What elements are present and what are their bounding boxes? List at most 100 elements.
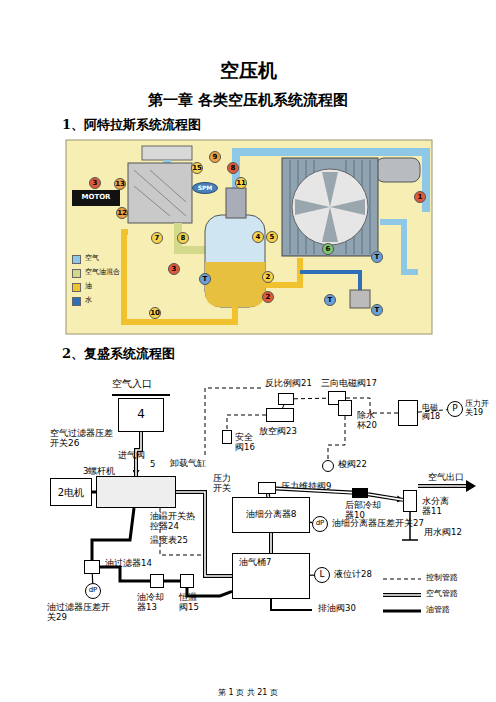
callout-number: 1 [412,194,428,201]
callout-number: 10 [147,310,163,317]
pipe-line [92,574,94,583]
dryer [376,158,420,182]
pipe-line-inner [136,432,141,476]
legend-line [383,579,421,580]
node-label: 除水杯20 [357,411,381,431]
pipe-connector [187,588,232,596]
component-box: 安全阀16 [222,430,232,444]
node-label: L [314,567,330,583]
sensor-circle: P压力开关19 [447,401,463,417]
pipe-connector [271,533,272,553]
component-box: 除水杯20 [338,400,352,416]
component-box: 压力维持阀9 [258,482,276,494]
component-box: MOTOR [72,190,120,206]
callout-number: 13 [112,181,128,188]
pipe-line [176,492,232,576]
callout-number: 5 [264,234,280,241]
circle-shape [315,568,330,583]
oil-pipe [124,232,235,322]
pipe-line [92,508,134,560]
callout-number: T [322,297,338,304]
legend-text: 油 [85,282,92,290]
callout-number: T [369,307,385,314]
callout-number: T [197,276,213,283]
pipe-line [187,588,232,596]
pipe-connector [176,492,232,576]
legend-text: 水 [85,296,92,304]
pipe-connector [164,581,180,582]
water-pipe [300,272,360,290]
node-label: 压力维持阀9 [281,482,341,492]
pipe-line [136,432,141,476]
callout-number: 11 [233,180,249,187]
node-label: MOTOR [73,191,119,205]
node-label: dP [85,583,101,599]
legend-line-sample [382,606,422,616]
part-label: 油温开关热控器24 [150,512,198,532]
pipe-line-inner [276,489,352,493]
legend-text: 空气管路 [426,589,458,598]
sensor-circle: dP油过滤器压差开关29 [85,583,101,599]
pipe-line [368,494,403,500]
pipe-connector [92,492,96,493]
legend-line-inner [383,594,421,596]
legend-swatch [72,283,81,292]
drain-pipe [271,599,312,610]
component-box: 2电机 [50,478,92,506]
callout-number: T [369,254,385,261]
component-box: 3螺杆机 [96,476,176,508]
pipe-line [276,489,352,493]
legend-line-sample [382,574,422,584]
legend-swatch [72,297,81,306]
oil-level [205,262,265,307]
pipe-line [164,580,180,583]
fan-blades [295,172,365,242]
callout-number: 9 [207,154,223,161]
node-label: 油冷却器13 [137,593,167,613]
callout-number: 3 [166,266,182,273]
pipe-line [227,415,266,430]
callout-number: 12 [114,210,130,217]
pipe-line [100,567,150,581]
callout-number: 6 [320,246,336,253]
sensor-circle: dP油细分离器压差开关27 [312,516,328,532]
part-label: 用水阀12 [424,528,474,538]
callout-number: 8 [175,235,191,242]
node-label: 3螺杆机 [83,467,133,477]
node-label: 梭阀22 [338,460,378,470]
pipe-line [310,575,314,576]
pipe-line [310,522,312,524]
part-label: 空气出口 [428,472,472,482]
node-label: 水分离器11 [422,497,452,517]
node-label: 电磁阀18 [422,403,444,421]
pipe-connector [346,398,398,413]
callout-number: 4 [250,234,266,241]
node-label: 2电机 [51,479,91,505]
part-label: 空气入口 [112,378,172,390]
pipe-connector [92,508,134,560]
part-label: 进气阀 [118,451,148,461]
legend-text: 空气 [85,254,99,262]
pipe-line [418,410,447,412]
sensor-circle: L液位计28 [314,567,330,583]
legend-swatch [72,255,81,264]
pipe-connector [283,405,284,408]
outlet-arrow [466,480,476,492]
fan [292,169,368,245]
pipe-connector [328,416,345,460]
part-label: 压力开关 [213,474,237,494]
circle-shape [448,402,463,417]
water-trap [350,290,370,308]
pipe-connector [100,567,150,581]
control-line [205,388,262,455]
component-box: 反比例阀21 [278,393,294,405]
node-label: 三向电磁阀17 [321,379,401,389]
part-label: 5 [150,460,160,470]
callout-number: 2 [260,274,276,281]
part-label: 卸载气缸 [170,459,210,469]
pipe-line [346,398,398,413]
section-heading: 2、复盛系统流程图 [62,347,282,362]
node-label: dP [312,516,328,532]
pipe-connector [276,489,352,493]
